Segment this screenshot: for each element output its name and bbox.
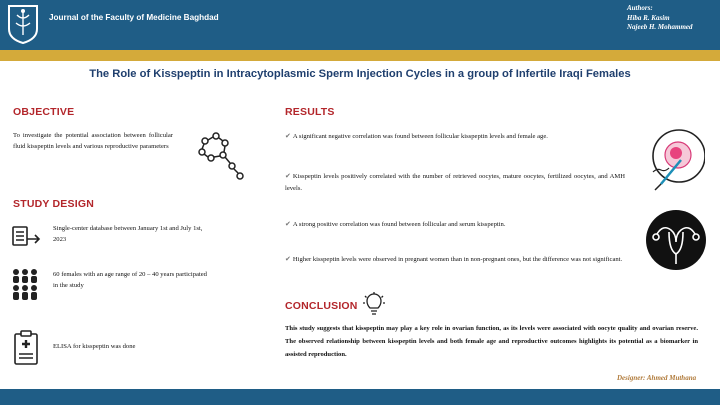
people-group-icon: [13, 269, 37, 300]
author-name: Najeeb H. Mohammed: [627, 23, 693, 31]
results-heading: RESULTS: [285, 106, 335, 118]
gold-band: [0, 50, 720, 61]
study-design-item: ELISA for kisspeptin was done: [53, 343, 136, 350]
result-text: Higher kisspeptin levels were observed i…: [292, 256, 623, 263]
result-item: ✔A strong positive correlation was found…: [285, 218, 625, 231]
molecule-icon: [198, 132, 244, 180]
university-logo-icon: [8, 5, 38, 45]
study-design-item: Single-center database between January 1…: [53, 225, 203, 243]
poster-title: The Role of Kisspeptin in Intracytoplasm…: [89, 68, 631, 80]
designer-credit: Designer: Ahmed Muthana: [617, 374, 697, 382]
checkmark-icon: ✔: [285, 172, 291, 180]
result-text: Kisspeptin levels positively correlated …: [285, 173, 625, 192]
checkmark-icon: ✔: [285, 132, 291, 140]
checkmark-icon: ✔: [285, 255, 291, 263]
authors-block: Authors: Hiba R. Kasim Najeeb H. Mohamme…: [627, 4, 693, 33]
header-banner: Journal of the Faculty of Medicine Baghd…: [0, 0, 720, 50]
conclusion-text: This study suggests that kisspeptin may …: [285, 325, 698, 358]
result-item: ✔Kisspeptin levels positively correlated…: [285, 170, 625, 195]
author-name: Hiba R. Kasim: [627, 13, 670, 22]
journal-name: Journal of the Faculty of Medicine Baghd…: [49, 13, 219, 22]
clipboard-medical-icon: [14, 330, 38, 365]
result-text: A significant negative correlation was f…: [292, 133, 548, 140]
result-text: A strong positive correlation was found …: [292, 221, 506, 228]
footer-band: [0, 389, 720, 405]
checkmark-icon: ✔: [285, 220, 291, 228]
objective-text: To investigate the potential association…: [13, 132, 173, 150]
objective-heading: OBJECTIVE: [13, 106, 75, 118]
study-design-item: 60 females with an age range of 20 – 40 …: [53, 271, 207, 289]
database-icon: [12, 226, 41, 246]
uterus-icon: [646, 210, 706, 270]
authors-label: Authors:: [627, 4, 653, 12]
result-item: ✔Higher kisspeptin levels were observed …: [285, 253, 625, 266]
sperm-injection-icon: [652, 129, 705, 191]
lightbulb-icon: [363, 292, 385, 315]
study-design-heading: STUDY DESIGN: [13, 198, 94, 210]
conclusion-heading: CONCLUSION: [285, 300, 358, 312]
result-item: ✔A significant negative correlation was …: [285, 130, 625, 143]
